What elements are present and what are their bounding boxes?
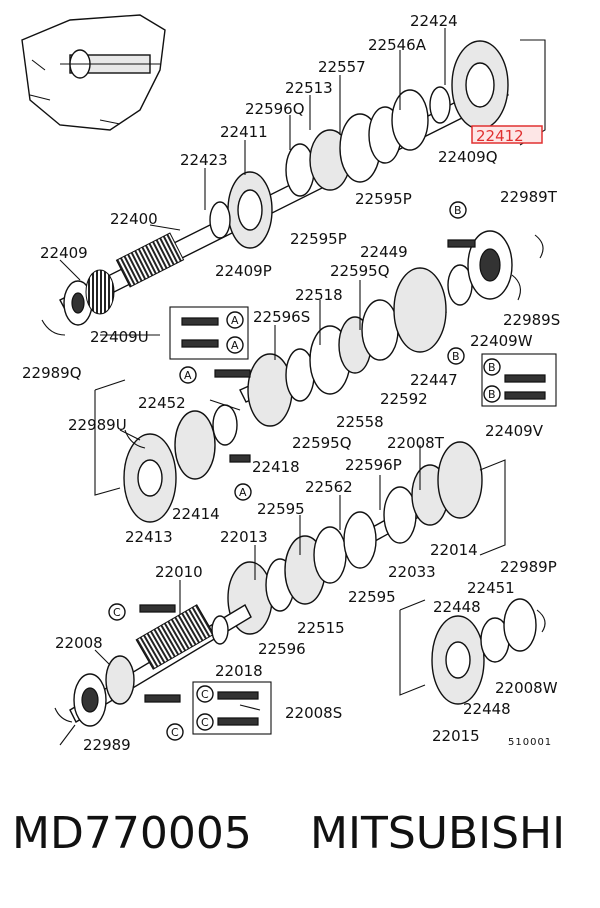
transmission-exploded-diagram: 22424 22546A 22557 22513 22596Q 22411 22…: [21, 12, 560, 754]
label-22409u: 22409U: [90, 328, 149, 346]
label-22448-b: 22448: [463, 700, 511, 718]
snap-rings: [41, 234, 546, 723]
label-22014: 22014: [430, 541, 478, 559]
inset-transmission-case: [21, 14, 166, 131]
label-22411: 22411: [220, 123, 268, 141]
label-22033: 22033: [388, 563, 436, 581]
svg-text:C: C: [171, 726, 179, 739]
label-22413: 22413: [125, 528, 173, 546]
label-22448-a: 22448: [433, 598, 481, 616]
reference-code: 510001: [508, 737, 552, 748]
label-22595p-b: 22595P: [290, 230, 347, 248]
callout-c: C: [166, 723, 184, 741]
callout-a: A: [226, 311, 244, 329]
label-22414: 22414: [172, 505, 220, 523]
label-22595-a: 22595: [257, 500, 305, 518]
callout-circles: A A A A B B B B C C C C: [108, 201, 501, 741]
svg-text:C: C: [201, 716, 209, 729]
label-22546a: 22546A: [368, 36, 427, 54]
label-22008: 22008: [55, 634, 103, 652]
label-22008s: 22008S: [285, 704, 342, 722]
label-22424: 22424: [410, 12, 458, 30]
callout-a: A: [179, 366, 197, 384]
label-22423: 22423: [180, 151, 228, 169]
svg-text:C: C: [113, 606, 121, 619]
part-number: MD770005: [12, 808, 252, 859]
label-22989s: 22989S: [503, 311, 560, 329]
label-22008w: 22008W: [495, 679, 558, 697]
callout-b: B: [447, 347, 465, 365]
label-22989: 22989: [83, 736, 131, 754]
label-22558: 22558: [336, 413, 384, 431]
svg-text:B: B: [454, 204, 462, 217]
svg-text:C: C: [201, 688, 209, 701]
label-22418: 22418: [252, 458, 300, 476]
label-22400: 22400: [110, 210, 158, 228]
label-22409p: 22409P: [215, 262, 272, 280]
label-22409: 22409: [40, 244, 88, 262]
callout-a: A: [234, 483, 252, 501]
label-22595q-a: 22595Q: [330, 262, 390, 280]
label-22592: 22592: [380, 390, 428, 408]
label-22013: 22013: [220, 528, 268, 546]
counter-shaft-group: [123, 230, 513, 523]
label-22518: 22518: [295, 286, 343, 304]
callout-b: B: [483, 385, 501, 403]
label-22015: 22015: [432, 727, 480, 745]
label-22452: 22452: [138, 394, 186, 412]
svg-text:A: A: [239, 486, 247, 499]
svg-text:A: A: [231, 314, 239, 327]
callout-c: C: [196, 713, 214, 731]
label-22596s: 22596S: [253, 308, 310, 326]
label-22989u: 22989U: [68, 416, 127, 434]
main-shaft-group: [59, 40, 509, 326]
label-22409w: 22409W: [470, 332, 533, 350]
label-22989p: 22989P: [500, 558, 557, 576]
label-22515: 22515: [297, 619, 345, 637]
bearing-boxes: [139, 239, 557, 735]
label-22008t: 22008T: [387, 434, 445, 452]
leader-lines: [59, 28, 446, 746]
highlighted-part-label: 22412: [476, 127, 524, 145]
label-22447: 22447: [410, 371, 458, 389]
label-22557: 22557: [318, 58, 366, 76]
label-22989t: 22989T: [500, 188, 558, 206]
label-22018: 22018: [215, 662, 263, 680]
label-22595q-b: 22595Q: [292, 434, 352, 452]
label-22409v: 22409V: [485, 422, 544, 440]
label-22595p-a: 22595P: [355, 190, 412, 208]
svg-text:A: A: [231, 339, 239, 352]
label-22596: 22596: [258, 640, 306, 658]
part-labels: 22424 22546A 22557 22513 22596Q 22411 22…: [22, 12, 560, 754]
label-22596p: 22596P: [345, 456, 402, 474]
callout-c: C: [108, 603, 126, 621]
label-22562: 22562: [305, 478, 353, 496]
callout-a: A: [226, 336, 244, 354]
label-22451: 22451: [467, 579, 515, 597]
label-22409q: 22409Q: [438, 148, 498, 166]
label-22449: 22449: [360, 243, 408, 261]
callout-b: B: [483, 358, 501, 376]
svg-text:A: A: [184, 369, 192, 382]
label-22989q: 22989Q: [22, 364, 82, 382]
label-22010: 22010: [155, 563, 203, 581]
highlighted-part-22412[interactable]: 22412: [471, 125, 543, 145]
label-22513: 22513: [285, 79, 333, 97]
svg-text:B: B: [488, 361, 496, 374]
brand-name: MITSUBISHI: [310, 808, 566, 859]
output-shaft-lower-group: [69, 598, 537, 727]
output-shaft-upper-group: [227, 441, 483, 635]
svg-text:B: B: [452, 350, 460, 363]
callout-b: B: [449, 201, 467, 219]
label-22596q: 22596Q: [245, 100, 305, 118]
svg-text:B: B: [488, 388, 496, 401]
callout-c: C: [196, 685, 214, 703]
label-22595-b: 22595: [348, 588, 396, 606]
